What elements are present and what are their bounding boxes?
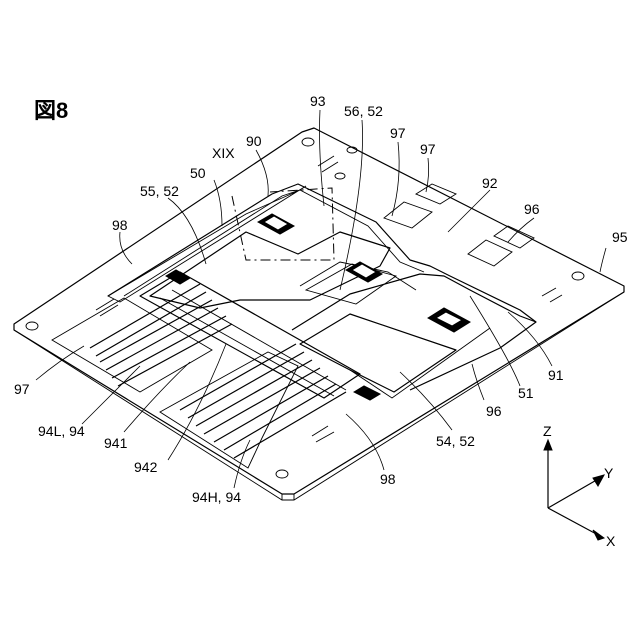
label-96-bottom: 96	[486, 403, 502, 419]
lead-pins-94L	[52, 284, 232, 392]
label-54-52: 54, 52	[436, 433, 475, 449]
label-94L-94: 94L, 94	[38, 423, 85, 439]
label-55-52: 55, 52	[140, 183, 179, 199]
label-97-b: 97	[420, 141, 436, 157]
openings	[384, 184, 534, 266]
label-93: 93	[310, 93, 326, 109]
label-98-left: 98	[112, 217, 128, 233]
lead-pins-94H	[160, 344, 346, 468]
label-94H-94: 94H, 94	[192, 489, 241, 505]
axis-triad: Z Y X	[543, 423, 616, 549]
axis-label-y: Y	[604, 465, 614, 481]
label-90: 90	[246, 133, 262, 149]
label-92: 92	[482, 175, 498, 191]
label-56-52: 56, 52	[344, 103, 383, 119]
figure-title: 図8	[34, 98, 68, 123]
axis-label-x: X	[606, 533, 616, 549]
label-95: 95	[612, 229, 628, 245]
label-51: 51	[518, 385, 534, 401]
label-section-XIX: XIX	[212, 145, 235, 161]
label-97-left: 97	[14, 381, 30, 397]
label-942: 942	[134, 459, 158, 475]
label-97-a: 97	[390, 125, 406, 141]
label-91: 91	[548, 367, 564, 383]
bus-bar	[140, 272, 360, 398]
label-941: 941	[104, 435, 128, 451]
label-98-bottom: 98	[380, 471, 396, 487]
axis-label-z: Z	[543, 423, 552, 439]
label-50: 50	[190, 165, 206, 181]
label-96-top: 96	[524, 201, 540, 217]
mounting-holes	[26, 138, 584, 478]
